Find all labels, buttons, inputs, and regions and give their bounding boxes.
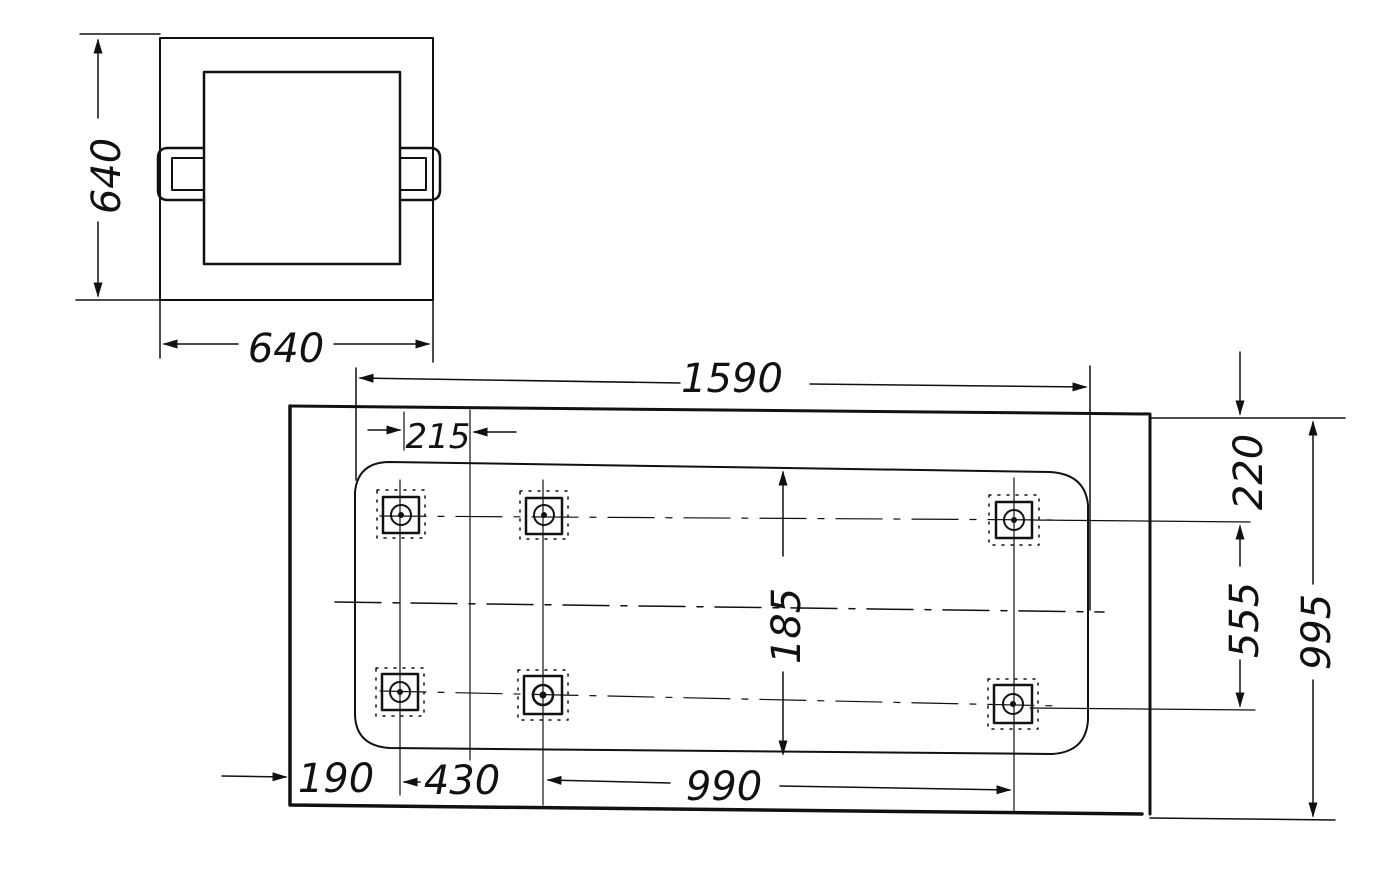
inner-rounded-panel [354, 461, 1089, 755]
right-handle [398, 146, 442, 202]
row-axis-bottom [379, 690, 1061, 707]
plan-outline-left-bottom [288, 404, 1144, 816]
centerline-horizontal [334, 601, 1105, 613]
right-handle-inner [399, 157, 427, 191]
top-view-outline [159, 37, 434, 301]
dim-185: 185 [764, 470, 810, 756]
dim-overall-depth: 995 [1149, 420, 1340, 821]
dim-overall-length-label: 1590 [681, 356, 783, 402]
plan-outline-top-right [288, 404, 1152, 816]
top-view: 640 640 [75, 33, 442, 372]
row-axis-top [379, 515, 1061, 521]
bolt-bottom-2 [517, 669, 569, 721]
dim-185-label: 185 [764, 588, 810, 664]
dim-555-label: 555 [1222, 582, 1268, 658]
dim-190-label: 190 [298, 756, 374, 802]
bolt-top-1 [376, 489, 426, 539]
dim-220-label: 220 [1226, 434, 1272, 510]
dim-215-label: 215 [406, 417, 471, 457]
top-view-inner-box [202, 70, 402, 266]
dim-right-220-555: 220 555 [1029, 351, 1346, 711]
dim-overall-length: 1590 [355, 356, 1091, 611]
dim-top-width: 640 [159, 299, 434, 372]
dim-bottom-row: 190 430 990 [221, 756, 1012, 810]
bolt-bottom-1 [375, 667, 425, 717]
dim-430-label: 430 [424, 758, 500, 804]
left-handle [156, 146, 206, 202]
bolt-bottom-3 [987, 678, 1039, 730]
dim-top-height-label: 640 [84, 138, 130, 214]
dim-995-label: 995 [1294, 594, 1340, 670]
dim-top-height: 640 [75, 33, 161, 301]
bolt-top-2 [519, 490, 569, 540]
dim-215: 215 [367, 409, 517, 761]
dim-top-width-label: 640 [248, 326, 324, 372]
left-handle-inner [171, 157, 205, 191]
dim-990-label: 990 [686, 764, 762, 810]
plan-view: 1590 215 190 430 990 185 [221, 351, 1346, 821]
